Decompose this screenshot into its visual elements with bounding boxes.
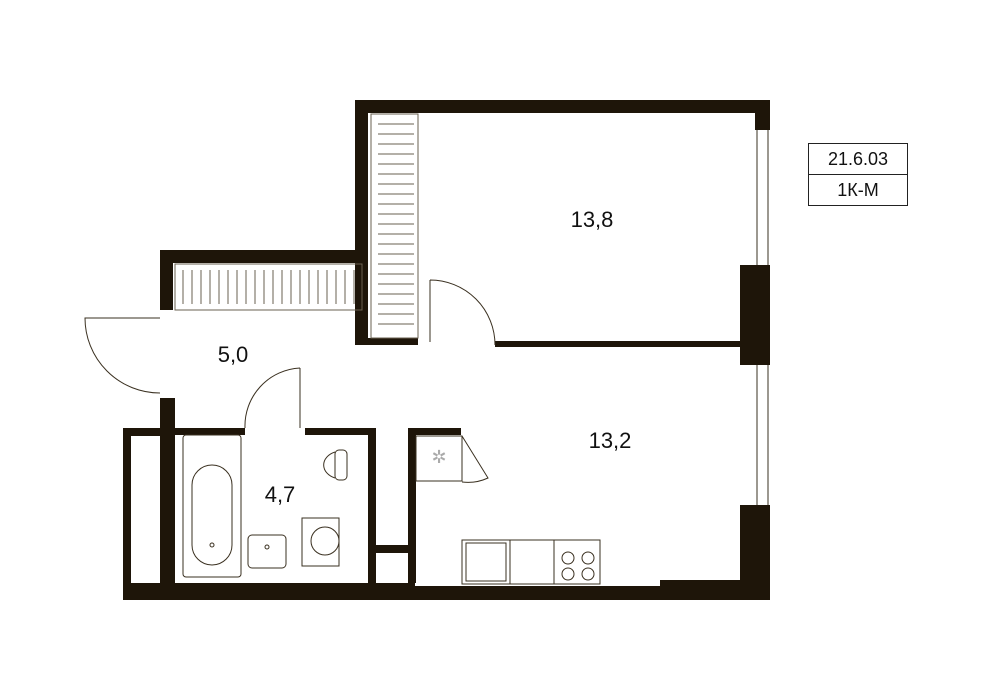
room-area-label: 13,2 [588,428,632,453]
apartment-type: 1К-М [809,174,907,205]
walls [123,100,770,600]
room-area-label: 4,7 [264,482,296,507]
windows [756,130,769,505]
ventilation-icon: ✲ [431,447,446,467]
washing-machine [301,517,340,567]
kitchen: ✲ [415,435,601,585]
sink [247,534,287,569]
bathtub [182,434,242,578]
apartment-code: 21.6.03 [827,149,889,169]
room-area-label: 13,8 [570,207,614,232]
apartment-info-box: 21.6.03 1К-М [808,143,908,206]
doors [84,279,496,483]
room-area-label: 5,0 [217,342,249,367]
storage-hatch [174,113,419,339]
toilet [323,449,348,481]
